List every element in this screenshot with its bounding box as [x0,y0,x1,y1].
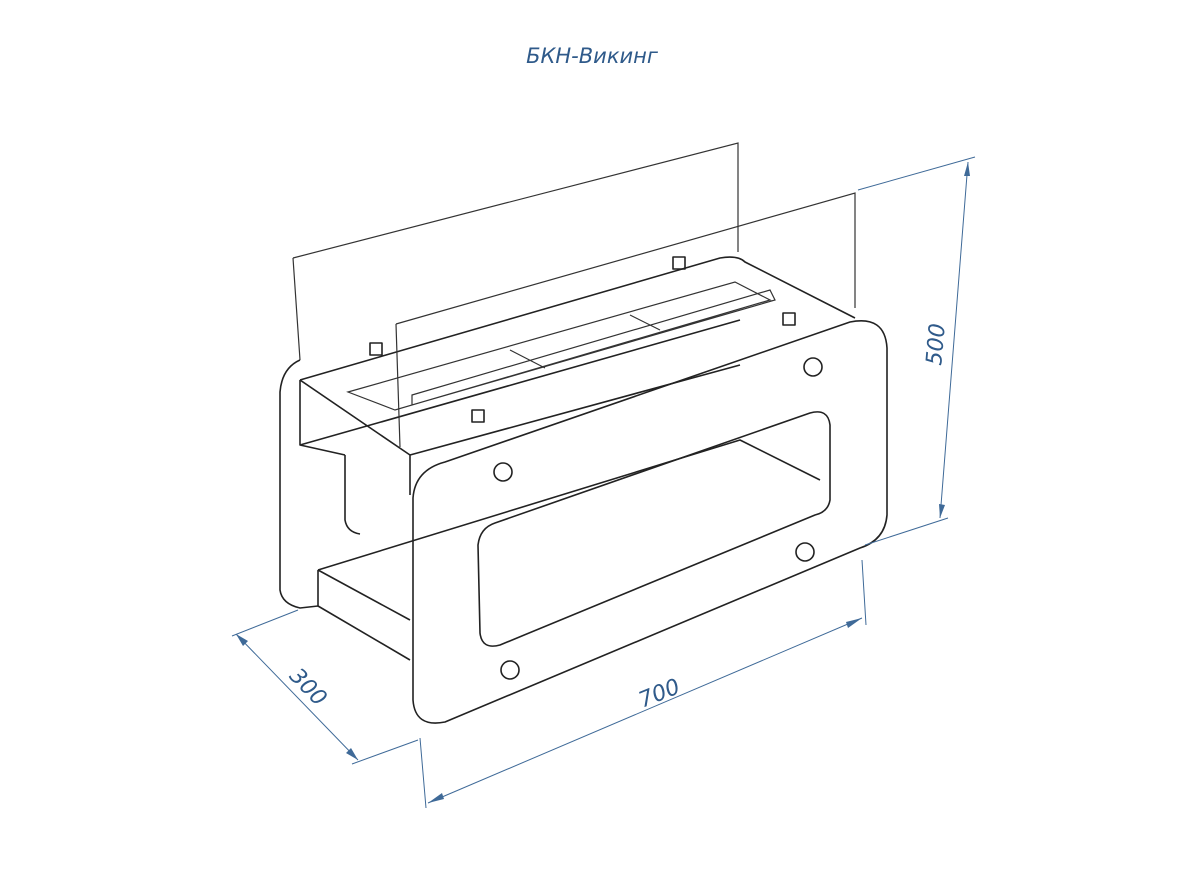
left-side-panel [279,359,361,609]
drawing-title: БКН-Викинг [526,44,659,68]
front-glass-panel [395,192,856,448]
depth-label: 300 [284,664,331,712]
bolt-holes [493,357,823,680]
bottom-shelf [317,439,821,661]
height-dimension: 500 [857,156,976,546]
depth-dimension: 300 [231,609,419,765]
burner-slots [346,281,776,411]
glass-clips [369,256,796,423]
front-side-panel [412,320,888,724]
width-label: 700 [635,675,683,714]
burner-box [299,256,856,495]
front-panel-window [477,411,831,647]
width-dimension: 700 [419,559,867,809]
back-glass-panel [292,142,739,361]
height-label: 500 [922,322,951,366]
